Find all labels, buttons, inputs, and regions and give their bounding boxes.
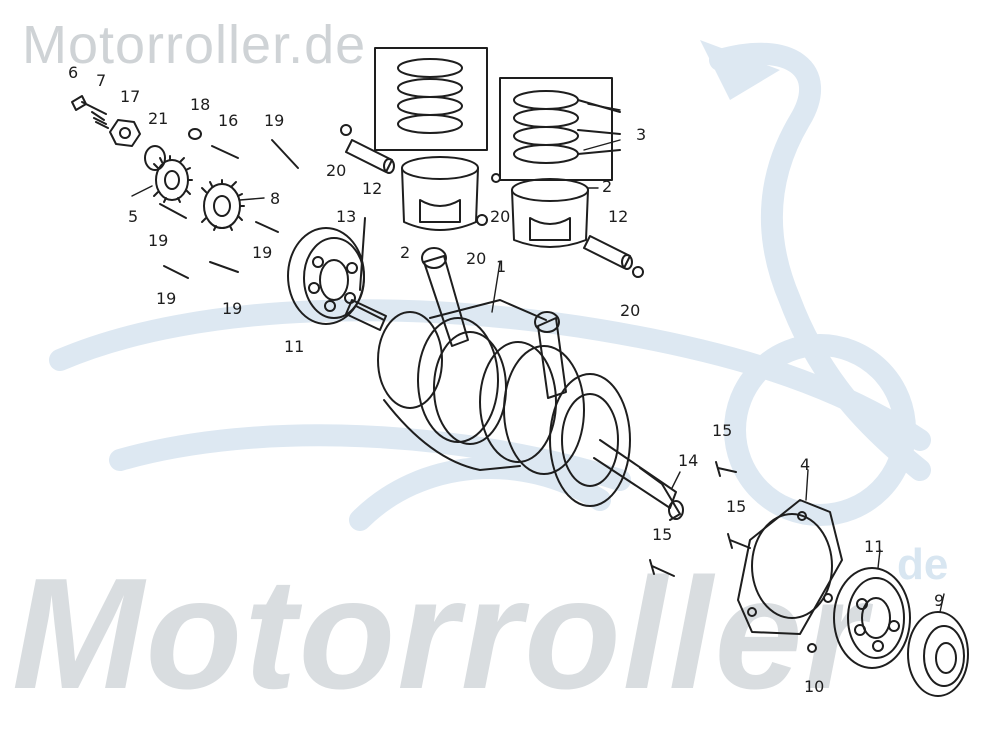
pin-10 (807, 643, 817, 653)
label-part-20-b: 20 (490, 207, 510, 226)
label-part-6: 6 (68, 63, 78, 82)
watermark-top-text: Motorroller.de (22, 15, 367, 75)
label-part-4: 4 (800, 455, 810, 474)
watermark-big-text: Motorroller (12, 546, 868, 722)
label-part-21: 21 (148, 109, 168, 128)
label-part-18: 18 (190, 95, 210, 114)
label-part-15-a: 15 (712, 421, 732, 440)
label-part-12-a: 12 (362, 179, 382, 198)
piston-left (401, 156, 479, 231)
piston-right (511, 178, 589, 248)
circlip-20-a (340, 124, 352, 136)
screw-15-a (715, 461, 737, 477)
washer-21 (144, 145, 166, 171)
gear-5 (153, 155, 193, 203)
label-part-8: 8 (270, 189, 280, 208)
label-part-11-a: 11 (284, 337, 304, 356)
label-part-11-b: 11 (864, 537, 884, 556)
bolt-19-b (159, 203, 187, 219)
watermark-de-suffix: de (897, 540, 949, 589)
screw-15-c (649, 559, 675, 577)
label-part-19-e: 19 (222, 299, 242, 318)
label-part-2-b: 2 (400, 243, 410, 262)
circlip-20-d (632, 266, 644, 278)
circlip-20-b (491, 173, 501, 183)
label-part-10: 10 (804, 677, 824, 696)
label-part-13: 13 (336, 207, 356, 226)
bolt-19-e (209, 261, 239, 273)
nut-18 (188, 128, 202, 140)
bearing-plate-4 (737, 499, 843, 635)
gear-8 (201, 179, 245, 231)
oil-seal-9 (907, 611, 969, 697)
key-13-leader (359, 217, 366, 291)
spring-7 (91, 111, 109, 129)
bolt-6 (71, 95, 107, 115)
label-part-15-c: 15 (652, 525, 672, 544)
label-part-20-a: 20 (326, 161, 346, 180)
label-part-15-b: 15 (726, 497, 746, 516)
label-part-5: 5 (128, 207, 138, 226)
label-part-20-d: 20 (620, 301, 640, 320)
piston-rings-right (499, 77, 621, 181)
label-part-19-b: 19 (148, 231, 168, 250)
label-part-20-c: 20 (466, 249, 486, 268)
label-part-2-a: 2 (602, 177, 612, 196)
piston-pin-right (583, 235, 633, 270)
screw-15-b (727, 533, 751, 549)
bolt-19-d (163, 265, 189, 279)
label-part-14: 14 (678, 451, 698, 470)
label-part-3: 3 (636, 125, 646, 144)
label-part-17: 17 (120, 87, 140, 106)
label-part-19-d: 19 (156, 289, 176, 308)
label-part-12-b: 12 (608, 207, 628, 226)
label-part-9: 9 (934, 591, 944, 610)
label-part-1: 1 (496, 257, 506, 276)
label-part-19-a: 19 (264, 111, 284, 130)
nut-17 (109, 119, 141, 147)
label-part-7: 7 (96, 71, 106, 90)
bolt-19-a (271, 139, 299, 169)
crankshaft-assembly (345, 247, 684, 521)
bolt-16 (211, 145, 239, 159)
piston-pin-left (345, 139, 395, 174)
bearing-11-left (287, 227, 365, 325)
label-part-19-c: 19 (252, 243, 272, 262)
bearing-11-right (833, 567, 911, 669)
bolt-19-c (255, 221, 279, 233)
label-part-16: 16 (218, 111, 238, 130)
circlip-20-c (476, 214, 488, 226)
piston-rings-left (374, 47, 488, 151)
